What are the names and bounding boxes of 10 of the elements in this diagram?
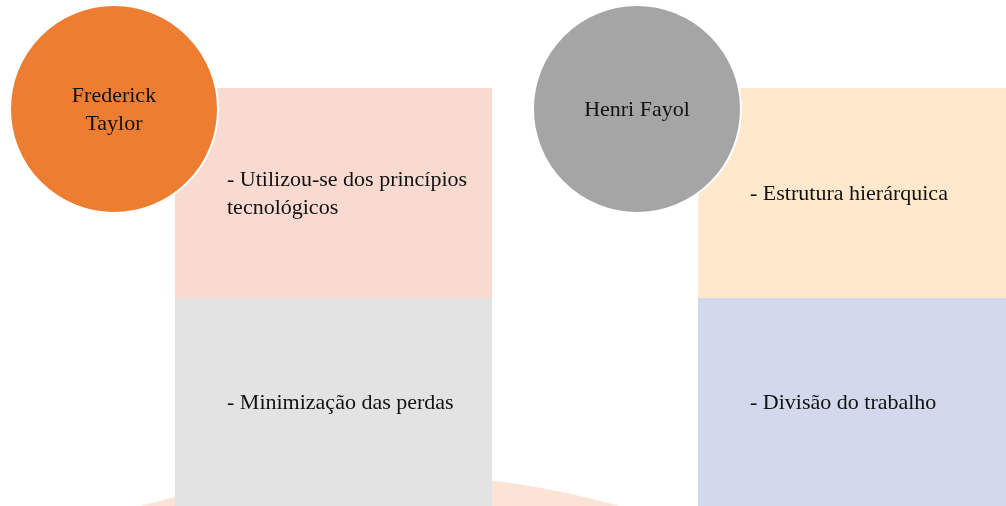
text-panel	[175, 298, 492, 506]
bullet-text: - Divisão do trabalho	[750, 388, 937, 416]
bullet-text: - Minimização das perdas	[227, 388, 454, 416]
text-panel	[698, 88, 1006, 298]
person-name: Henri Fayol	[583, 95, 691, 123]
bullet-text: - Estrutura hierárquica	[750, 179, 948, 207]
person-name: Frederick Taylor	[70, 81, 158, 137]
text-panel	[698, 298, 1006, 506]
bullet-text: - Utilizou-se dos princípios tecnológicos	[227, 165, 469, 221]
text-panel	[175, 88, 492, 298]
